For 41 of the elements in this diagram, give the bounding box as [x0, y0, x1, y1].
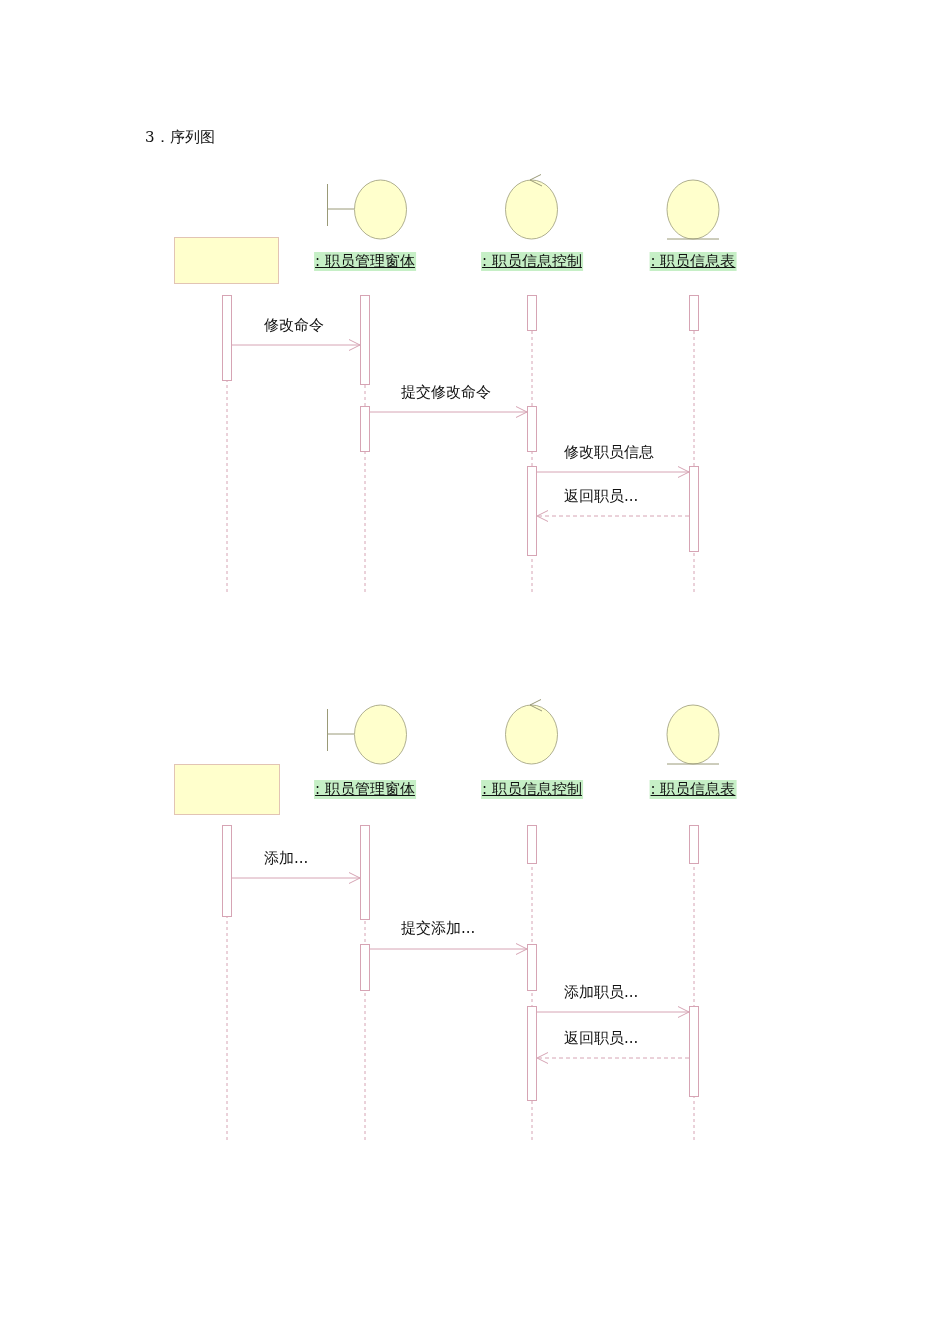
message-arrow: [231, 339, 361, 351]
activation-bar: [222, 295, 232, 381]
object-box: [174, 764, 280, 815]
activation-bar: [527, 825, 537, 864]
object-name: : 职员管理窗体: [314, 780, 416, 799]
activation-bar: [360, 825, 370, 920]
message-label: 添加职员...: [564, 983, 639, 1001]
activation-bar: [689, 466, 699, 552]
object-name: : 职员信息控制: [481, 780, 583, 799]
activation-bar: [527, 406, 537, 452]
activation-bar: [527, 295, 537, 331]
activation-bar: [360, 295, 370, 385]
message-label: 返回职员...: [564, 1029, 639, 1047]
activation-bar: [689, 825, 699, 864]
activation-bar: [527, 1006, 537, 1101]
message-arrow: [369, 943, 528, 955]
activation-bar: [222, 825, 232, 917]
message-arrow: [536, 1006, 690, 1018]
object-name: : 职员信息表: [649, 780, 737, 799]
object-name: : 职员信息控制: [481, 252, 583, 271]
activation-bar: [527, 944, 537, 991]
message-arrow: [369, 406, 528, 418]
message-label: 修改命令: [264, 316, 324, 334]
section-title: 3．序列图: [145, 127, 215, 147]
return-arrow: [536, 1052, 690, 1064]
message-arrow: [231, 872, 361, 884]
object-name: : 职员信息表: [649, 252, 737, 271]
activation-bar: [360, 406, 370, 452]
activation-bar: [689, 295, 699, 331]
object-box: [174, 237, 279, 284]
message-label: 提交修改命令: [401, 383, 491, 401]
message-label: 返回职员...: [564, 487, 639, 505]
message-label: 修改职员信息: [564, 443, 654, 461]
activation-bar: [360, 944, 370, 991]
activation-bar: [527, 466, 537, 556]
message-arrow: [536, 466, 690, 478]
message-label: 添加...: [264, 849, 309, 867]
activation-bar: [689, 1006, 699, 1097]
object-name: : 职员管理窗体: [314, 252, 416, 271]
message-label: 提交添加...: [401, 919, 476, 937]
return-arrow: [536, 510, 690, 522]
